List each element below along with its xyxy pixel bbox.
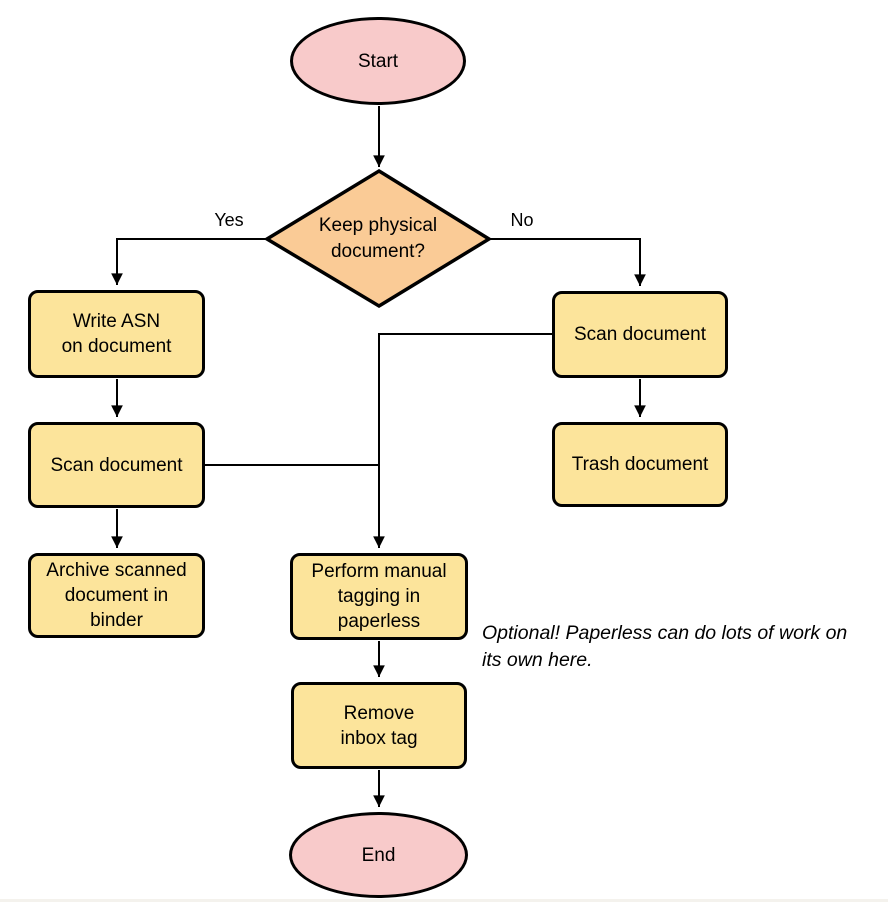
node-archive-label: Archive scanned document in binder bbox=[46, 560, 187, 631]
node-remove-inbox-tag: Remove inbox tag bbox=[291, 682, 467, 769]
bottom-edge-band bbox=[0, 899, 888, 902]
node-scan-left-label: Scan document bbox=[50, 454, 183, 476]
edge-scan-right-to-perform-tagging bbox=[373, 333, 552, 548]
node-scan-document-left: Scan document bbox=[28, 422, 205, 508]
node-archive-scanned: Archive scanned document in binder bbox=[28, 553, 205, 638]
node-perform-tagging-label: Perform manual tagging in paperless bbox=[311, 561, 447, 632]
node-write-asn: Write ASN on document bbox=[28, 290, 205, 378]
node-trash-label: Trash document bbox=[571, 454, 709, 475]
edge-label-yes: Yes bbox=[214, 210, 244, 230]
edge-decision-no-to-scan-right bbox=[489, 238, 646, 286]
node-scan-right-label: Scan document bbox=[573, 324, 707, 345]
node-scan-document-right: Scan document bbox=[552, 291, 728, 378]
edge-decision-yes-to-write-asn bbox=[111, 238, 266, 285]
node-perform-tagging: Perform manual tagging in paperless bbox=[290, 553, 468, 640]
decision-diamond-shape bbox=[263, 168, 493, 309]
node-end-label: End bbox=[361, 844, 396, 866]
edge-label-no: No bbox=[510, 210, 534, 230]
node-trash-document: Trash document bbox=[552, 422, 728, 507]
optional-annotation: Optional! Paperless can do lots of work … bbox=[482, 621, 848, 672]
node-start: Start bbox=[290, 17, 466, 105]
node-end: End bbox=[289, 812, 468, 898]
node-decision-label: Keep physical document? bbox=[318, 215, 438, 262]
node-write-asn-label: Write ASN on document bbox=[61, 311, 172, 357]
node-remove-inbox-label: Remove inbox tag bbox=[340, 702, 418, 749]
node-start-label: Start bbox=[357, 50, 399, 72]
